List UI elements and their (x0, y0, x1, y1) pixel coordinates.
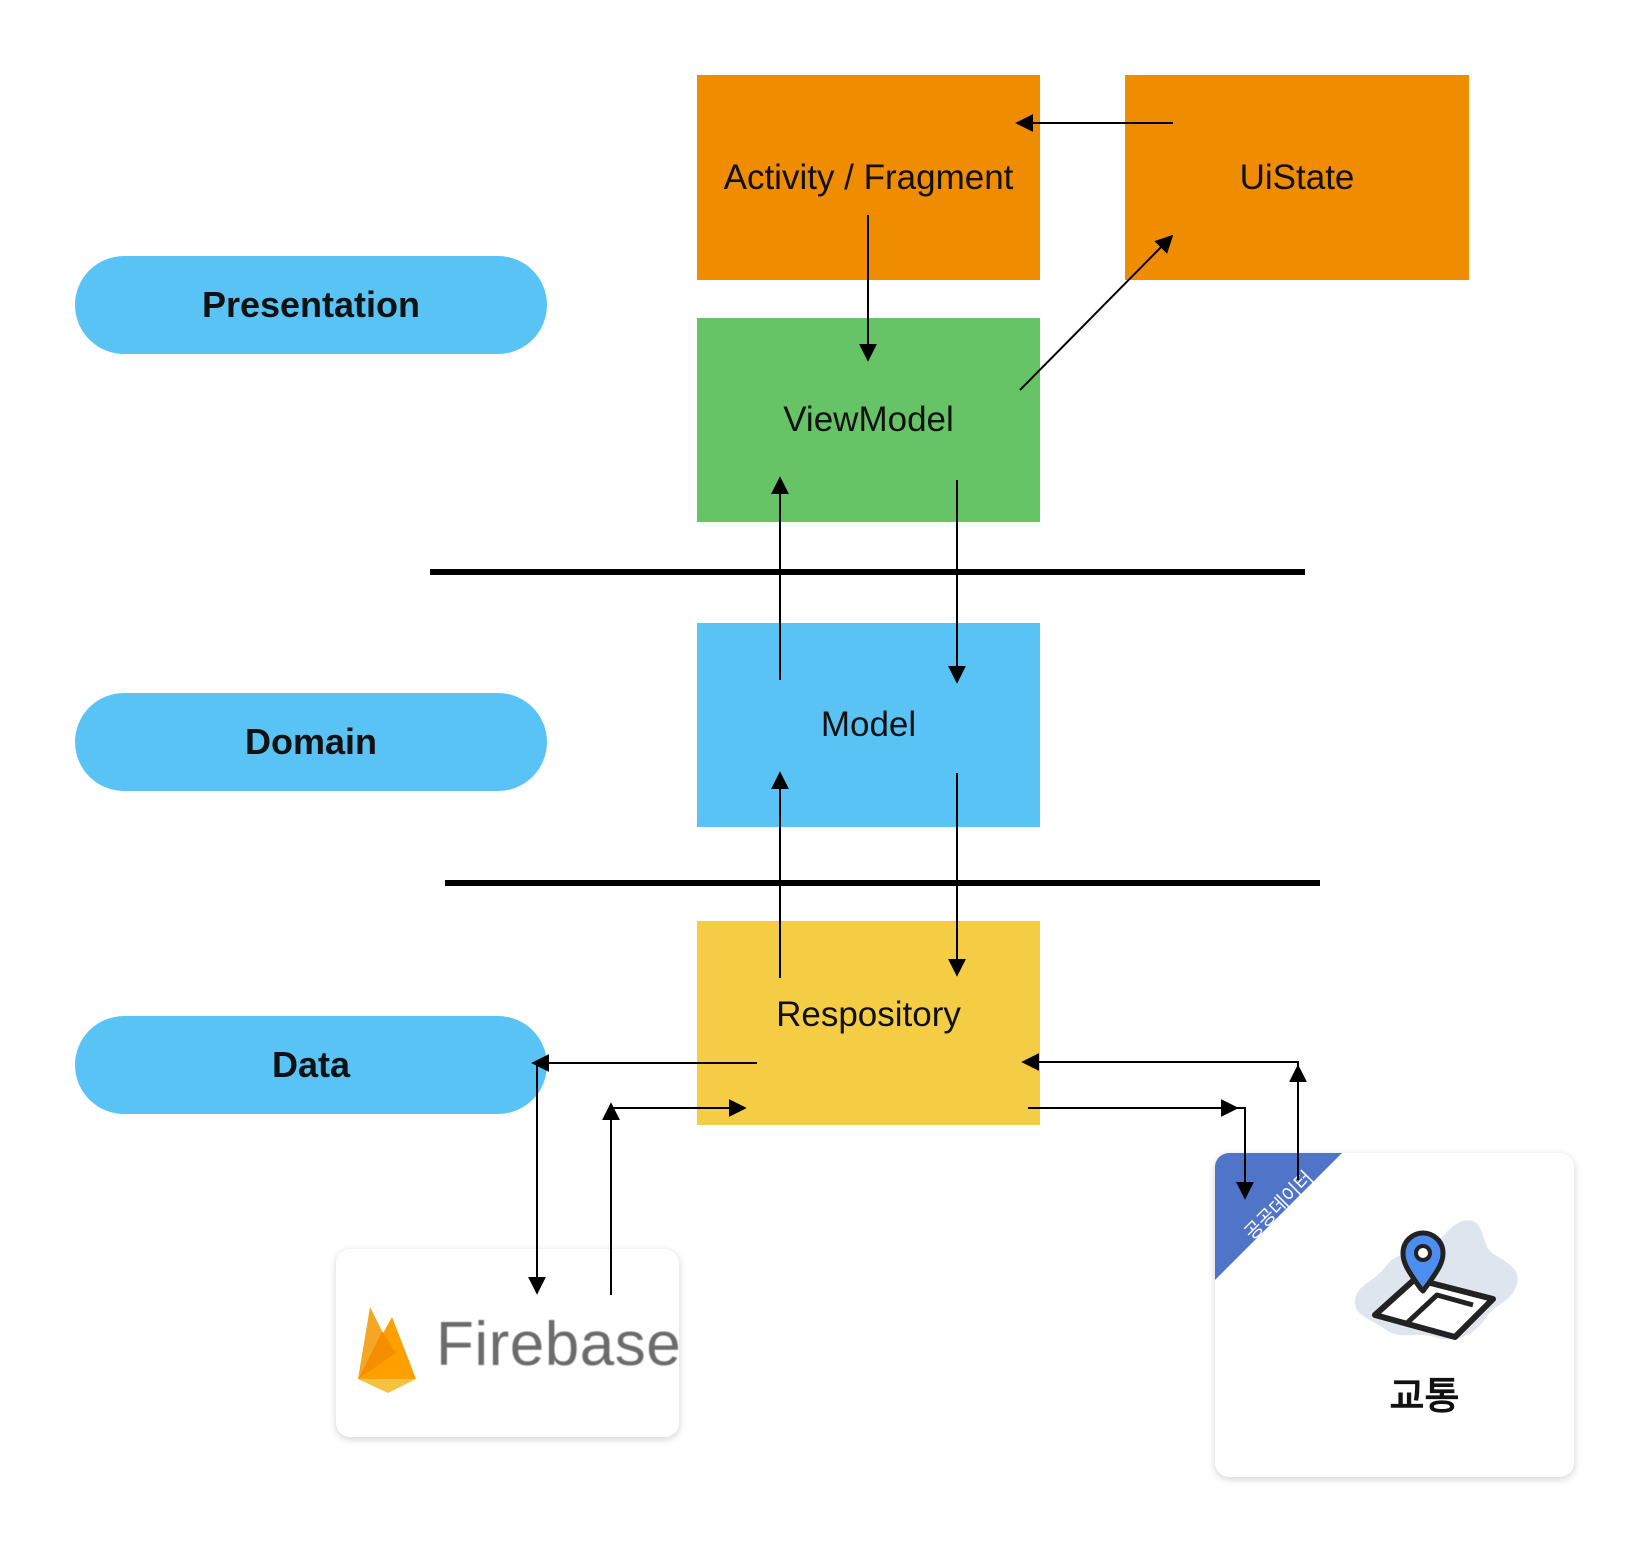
model-box: Model (697, 623, 1040, 827)
layer-presentation-label: Presentation (201, 284, 421, 325)
layer-data: Data (75, 1016, 547, 1114)
uistate-label: UiState (1239, 157, 1355, 197)
layer-presentation: Presentation (75, 256, 547, 354)
map-location-icon (1354, 1220, 1518, 1340)
firebase-flame-icon (358, 1307, 416, 1393)
arrow-repository-to-publicdata (1028, 1107, 1254, 1200)
public-data-label: 교통 (1389, 1374, 1460, 1418)
repository-box: Respository (697, 921, 1040, 1125)
activity-fragment-label: Activity / Fragment (723, 157, 1014, 197)
layer-domain-label: Domain (244, 721, 377, 762)
firebase-wordmark: Firebase (436, 1310, 679, 1379)
firebase-card: Firebase (336, 1249, 679, 1437)
viewmodel-box: ViewModel (697, 318, 1040, 522)
activity-fragment-box: Activity / Fragment (697, 75, 1040, 280)
repository-label: Respository (776, 995, 961, 1034)
layer-data-label: Data (271, 1044, 351, 1085)
viewmodel-label: ViewModel (783, 400, 954, 439)
layer-domain: Domain (75, 693, 547, 791)
uistate-box: UiState (1125, 75, 1469, 280)
public-data-card: 공공데이터 교통 (1215, 1153, 1574, 1477)
model-label: Model (820, 705, 917, 744)
